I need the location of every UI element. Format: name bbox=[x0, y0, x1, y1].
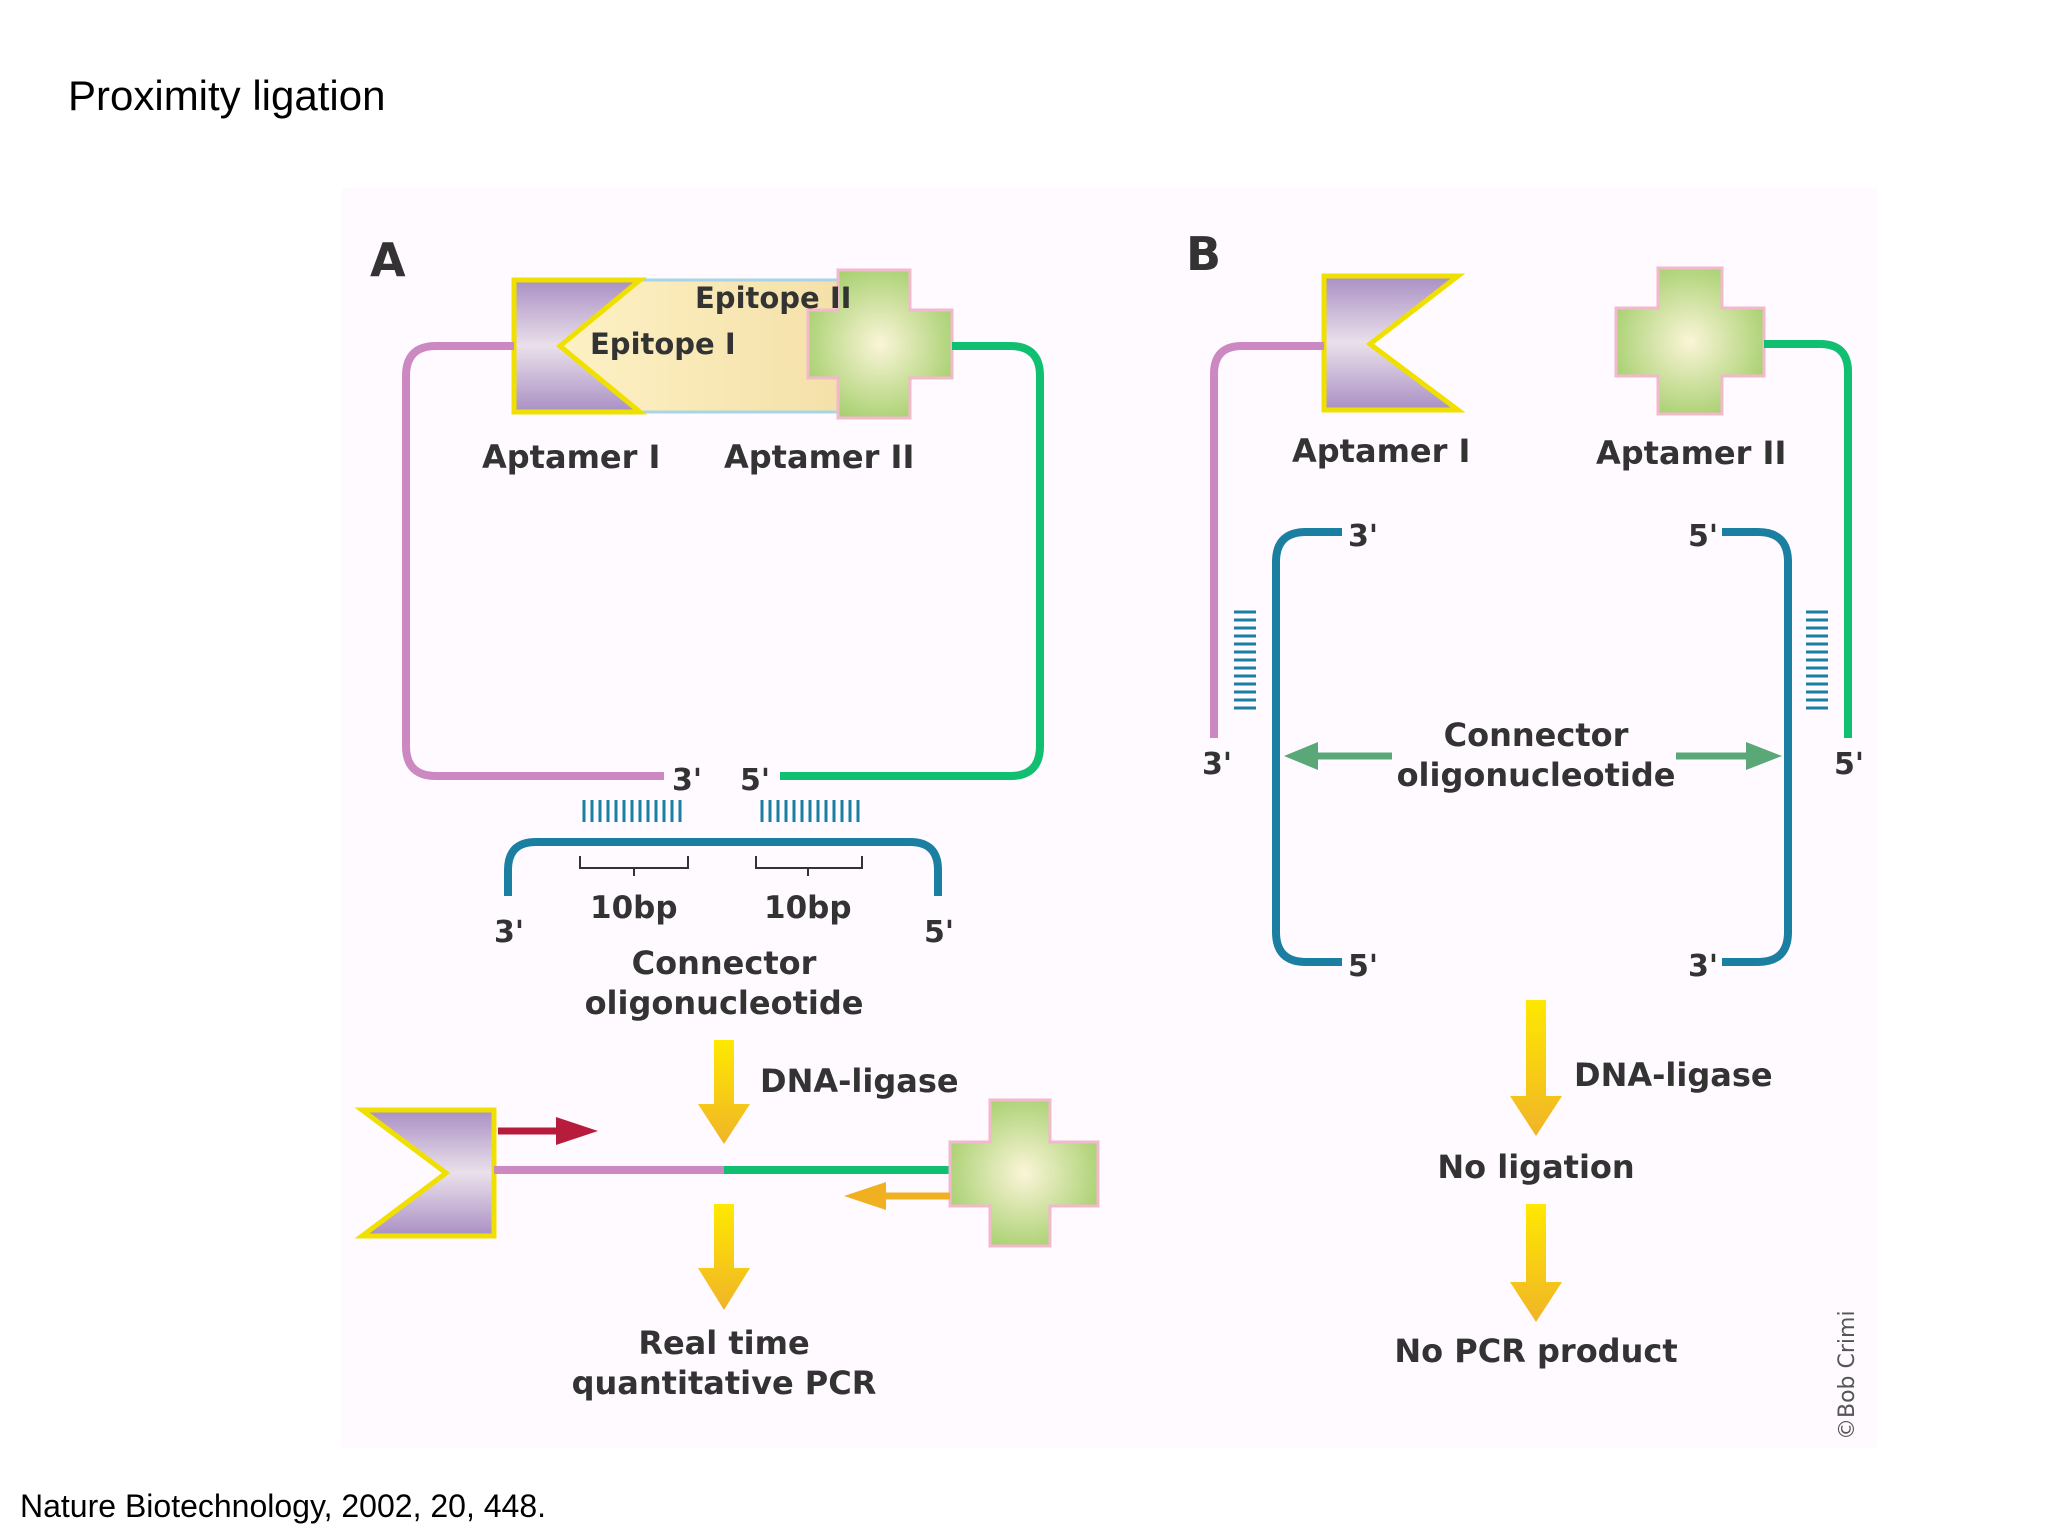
hybridization-ticks-right bbox=[760, 800, 860, 822]
result-label-line2: quantitative PCR bbox=[572, 1364, 877, 1402]
connector-oligo-a bbox=[504, 838, 942, 896]
b-ticks-right bbox=[1806, 610, 1828, 710]
extension-arrow-orange-head bbox=[844, 1182, 886, 1210]
b-connector-right bbox=[1722, 528, 1792, 966]
no-ligation-label: No ligation bbox=[1437, 1148, 1634, 1186]
b-connector-bottom-left-end: 5' bbox=[1348, 949, 1378, 984]
b-aptamer-2-strand bbox=[1764, 340, 1852, 738]
b-aptamer-2-shape bbox=[1614, 266, 1766, 416]
bp-label-left: 10bp bbox=[590, 890, 678, 926]
b-strand-3prime-end: 3' bbox=[1202, 747, 1232, 782]
connector-3prime-end: 3' bbox=[494, 915, 524, 950]
epitope-2-label: Epitope II bbox=[695, 281, 851, 315]
b-pointer-left-head bbox=[1284, 742, 1318, 770]
aptamer-2-strand bbox=[780, 342, 1044, 780]
citation: Nature Biotechnology, 2002, 20, 448. bbox=[20, 1488, 546, 1524]
bp-label-right: 10bp bbox=[764, 890, 852, 926]
b-aptamer-1-strand bbox=[1210, 342, 1324, 738]
panel-b-letter: B bbox=[1186, 227, 1221, 281]
no-pcr-product-label: No PCR product bbox=[1394, 1332, 1677, 1370]
slide-title: Proximity ligation bbox=[68, 72, 386, 119]
aptamer-1-shape bbox=[511, 277, 647, 415]
result-label-line1: Real time bbox=[638, 1324, 809, 1362]
strand-3prime-end: 3' bbox=[672, 763, 702, 798]
b-strand-5prime-end: 5' bbox=[1834, 747, 1864, 782]
ligase-arrow-a bbox=[698, 1040, 750, 1144]
bp-bracket-left bbox=[579, 856, 689, 876]
b-connector-label-line1: Connector bbox=[1444, 716, 1629, 754]
product-aptamer-2-shape bbox=[948, 1098, 1100, 1248]
b-pointer-right-head bbox=[1746, 742, 1782, 770]
hybridization-ticks-left bbox=[582, 800, 682, 822]
b-connector-left bbox=[1272, 528, 1342, 966]
aptamer-2-shape bbox=[806, 268, 954, 420]
aptamer-1-label: Aptamer I bbox=[482, 438, 660, 476]
extension-arrow-red-head bbox=[556, 1117, 598, 1145]
ligase-label-a: DNA-ligase bbox=[760, 1062, 959, 1100]
aptamer-2-label: Aptamer II bbox=[724, 438, 914, 476]
ligase-arrow-b bbox=[1510, 1000, 1562, 1136]
aptamer-1-strand bbox=[402, 342, 664, 780]
bp-bracket-right bbox=[755, 856, 863, 876]
connector-label-line2: oligonucleotide bbox=[585, 984, 864, 1022]
ligase-label-b: DNA-ligase bbox=[1574, 1056, 1773, 1094]
strand-5prime-end: 5' bbox=[740, 763, 770, 798]
b-connector-top-left-end: 3' bbox=[1348, 519, 1378, 554]
epitope-1-label: Epitope I bbox=[590, 327, 736, 361]
b-aptamer-1-label: Aptamer I bbox=[1292, 432, 1470, 470]
connector-5prime-end: 5' bbox=[924, 915, 954, 950]
b-aptamer-1-shape bbox=[1321, 273, 1466, 413]
pcr-arrow-a bbox=[698, 1204, 750, 1310]
connector-label-line1: Connector bbox=[632, 944, 817, 982]
panel-a: A Epitope II Epitope I Aptamer I Aptamer… bbox=[354, 233, 1100, 1402]
panel-a-letter: A bbox=[370, 233, 406, 287]
panel-b: B Aptamer I Aptamer II 3' bbox=[1186, 227, 1864, 1440]
product-aptamer-1-shape bbox=[354, 1107, 497, 1239]
b-ticks-left bbox=[1234, 610, 1256, 710]
b-connector-label-line2: oligonucleotide bbox=[1397, 756, 1676, 794]
b-connector-top-right-end: 5' bbox=[1688, 519, 1718, 554]
pcr-arrow-b bbox=[1510, 1204, 1562, 1322]
b-connector-bottom-right-end: 3' bbox=[1688, 949, 1718, 984]
artist-credit: ©Bob Crimi bbox=[1835, 1310, 1860, 1440]
b-aptamer-2-label: Aptamer II bbox=[1596, 434, 1786, 472]
